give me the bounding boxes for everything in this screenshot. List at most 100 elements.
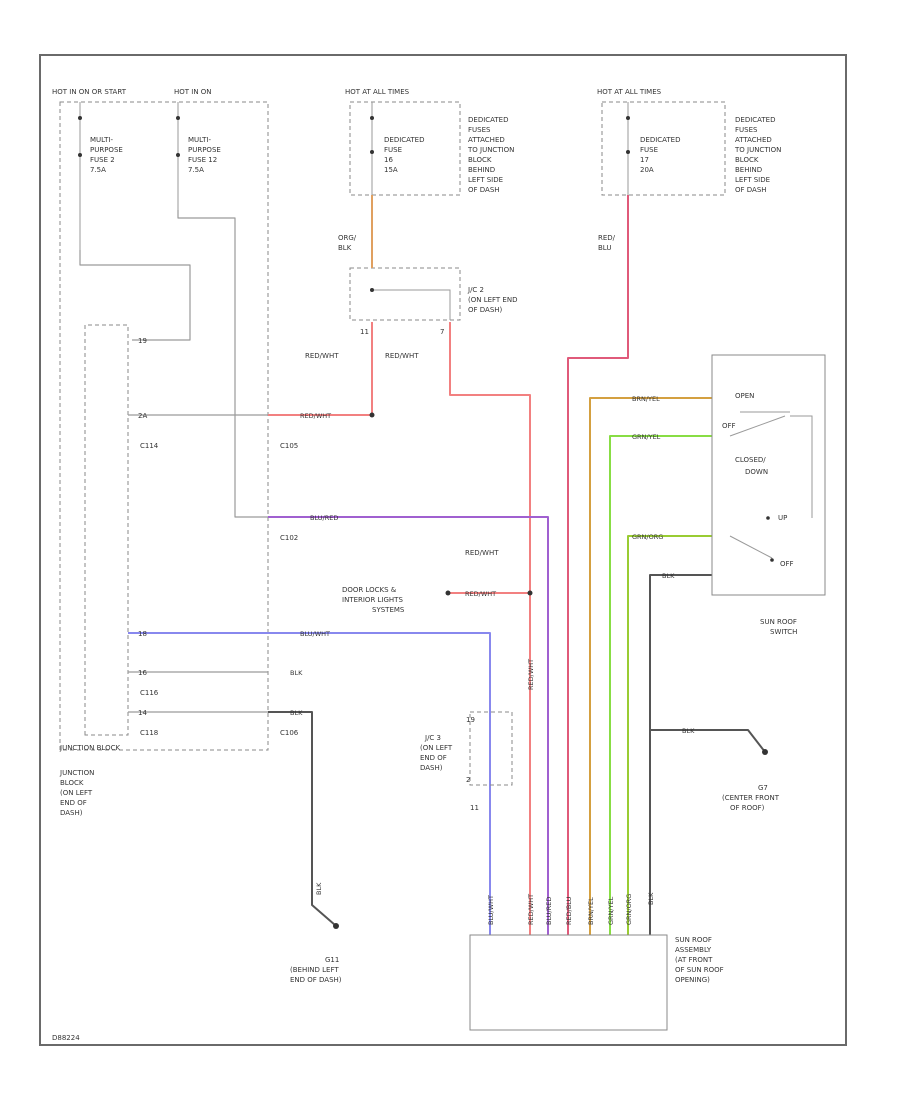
hot-on-label: HOT IN ON [174, 88, 212, 96]
junction-block-fuse-group: HOT IN ON OR START HOT IN ON MULTI- PURP… [52, 88, 269, 752]
junction-block-line-5: DASH) [60, 809, 83, 817]
ded-fuse-16-line-1: DEDICATED [384, 136, 425, 144]
switch-common [790, 415, 813, 518]
wire-fuse2-to-jb [79, 250, 191, 341]
jc2-pin-7: 7 [440, 328, 444, 336]
wire-brn-yel [589, 397, 712, 935]
red-wht-label-1: RED/WHT [305, 352, 339, 360]
junction-block-internal-connector [84, 324, 129, 736]
switch-off-bottom-label: OFF [780, 560, 794, 568]
ded-desc-2-line-2: FUSES [735, 126, 758, 134]
c102-label: C102 [280, 534, 298, 542]
mp-fuse-2-line-4: 7.5A [90, 166, 106, 174]
ded-desc-2-line-6: BEHIND [735, 166, 762, 174]
wire-red-wht-c105 [268, 322, 373, 416]
dedicated-fuse-17-outline [601, 101, 726, 196]
dedicated-fuse-17-group: HOT AT ALL TIMES DEDICATED FUSE 17 20A D… [597, 88, 781, 196]
g7-ground [762, 749, 768, 755]
diagram-id: D88224 [52, 1034, 80, 1042]
hot-at-all-times-1-label: HOT AT ALL TIMES [345, 88, 410, 96]
red-wht-vertical-label: RED/WHT [527, 659, 535, 690]
wire-red-blu [567, 195, 629, 935]
switch-off-contact [770, 558, 774, 562]
ded-desc-1-line-3: ATTACHED [468, 136, 505, 144]
sunroof-assembly-box [469, 934, 668, 1031]
switch-closed-down-line-2: DOWN [745, 468, 768, 476]
v-blu-red-label: BLU/RED [545, 897, 553, 925]
v-blu-wht-label: BLU/WHT [487, 895, 495, 925]
junction-block-connector-label: JUNCTION BLOCK [59, 744, 120, 752]
org-blk-label-1: ORG/ [338, 234, 357, 242]
ded-fuse-17-line-3: 17 [640, 156, 649, 164]
junction-block-dashed-outline [59, 101, 269, 751]
jc3-pin-2-label: 2 [466, 776, 470, 784]
wire-blk-g11 [268, 711, 336, 926]
door-locks-line-2: INTERIOR LIGHTS [342, 596, 403, 604]
mp-fuse-12-line-2: PURPOSE [188, 146, 221, 154]
red-wht-label-3: RED/WHT [300, 412, 331, 420]
red-blu-label-1b: BLU [598, 244, 611, 252]
jc3-line-2: (ON LEFT [420, 744, 453, 752]
mp-fuse-12-line-4: 7.5A [188, 166, 204, 174]
switch-closed-down-line-1: CLOSED/ [735, 456, 766, 464]
c118-label: C118 [140, 729, 158, 737]
pin-14-label: 14 [138, 709, 147, 717]
jc2-bus [372, 289, 451, 320]
c106-label: C106 [280, 729, 299, 737]
pin-18-label: 18 [138, 630, 147, 638]
g11-line-2: (BEHIND LEFT [290, 966, 339, 974]
ded-fuse-17-line-2: FUSE [640, 146, 658, 154]
g11-line-3: END OF DASH) [290, 976, 342, 984]
wire-blu-wht [128, 632, 491, 935]
pin-16-label: 16 [138, 669, 147, 677]
v-blk-label: BLK [647, 892, 655, 905]
assembly-line-1: SUN ROOF [675, 936, 712, 944]
red-blu-label-1: RED/ [598, 234, 616, 242]
fuse16-top-terminal [370, 116, 374, 120]
junction-block-line-3: (ON LEFT [60, 789, 93, 797]
g11-line-1: G11 [325, 956, 339, 964]
c116-label: C116 [140, 689, 159, 697]
g7-line-2: (CENTER FRONT [722, 794, 780, 802]
sunroof-switch-box [711, 354, 826, 596]
ded-desc-2-line-8: OF DASH [735, 186, 767, 194]
blk-label-3: BLK [662, 572, 675, 580]
org-blk-label-2: BLK [338, 244, 352, 252]
blk-label-2: BLK [290, 709, 303, 717]
ded-desc-1-line-6: BEHIND [468, 166, 495, 174]
ded-desc-2-line-7: LEFT SIDE [735, 176, 770, 184]
door-locks-line-3: SYSTEMS [372, 606, 405, 614]
ded-desc-1-line-4: TO JUNCTION [467, 146, 514, 154]
assembly-line-2: ASSEMBLY [675, 946, 712, 954]
grn-org-label: GRN/ORG [632, 533, 663, 541]
diagram-frame [39, 54, 847, 1046]
v-grn-org-label: GRN/ORG [625, 894, 633, 925]
fuse16-bottom-terminal [370, 150, 374, 154]
c105-label: C105 [280, 442, 298, 450]
dedicated-fuse-16-group: HOT AT ALL TIMES DEDICATED FUSE 16 15A D… [345, 88, 514, 196]
v-grn-yel-label: GRN/YEL [607, 896, 615, 925]
door-locks-arrow [445, 590, 451, 596]
jc2-group: J/C 2 (ON LEFT END OF DASH) 11 7 [349, 267, 517, 336]
red-wht-label-2: RED/WHT [385, 352, 419, 360]
g7-line-1: G7 [758, 784, 768, 792]
pin-2a-label: 2A [138, 412, 147, 420]
ded-desc-1-line-2: FUSES [468, 126, 491, 134]
ded-desc-1-line-8: OF DASH [468, 186, 500, 194]
jc3-line-1: J/C 3 [424, 734, 441, 742]
v-red-blu-label: RED/BLU [565, 896, 573, 925]
jc3-pin: 11 [470, 804, 479, 812]
jc2-line-3: OF DASH) [468, 306, 503, 314]
pin-19-label: 19 [138, 337, 147, 345]
mp-fuse-2-line-2: PURPOSE [90, 146, 123, 154]
ded-fuse-16-line-3: 16 [384, 156, 393, 164]
blk-left-vertical-label: BLK [315, 882, 323, 895]
blk-label-1: BLK [290, 669, 303, 677]
jc3-group: J/C 3 (ON LEFT END OF DASH) 11 [420, 711, 513, 812]
wire-blu-red [268, 516, 549, 935]
hot-at-all-times-2-label: HOT AT ALL TIMES [597, 88, 662, 96]
ded-desc-2-line-3: ATTACHED [735, 136, 772, 144]
red-wht-label-5: RED/WHT [465, 590, 496, 598]
dedicated-fuse-16-outline [349, 101, 461, 196]
switch-blade-bottom [729, 535, 773, 559]
